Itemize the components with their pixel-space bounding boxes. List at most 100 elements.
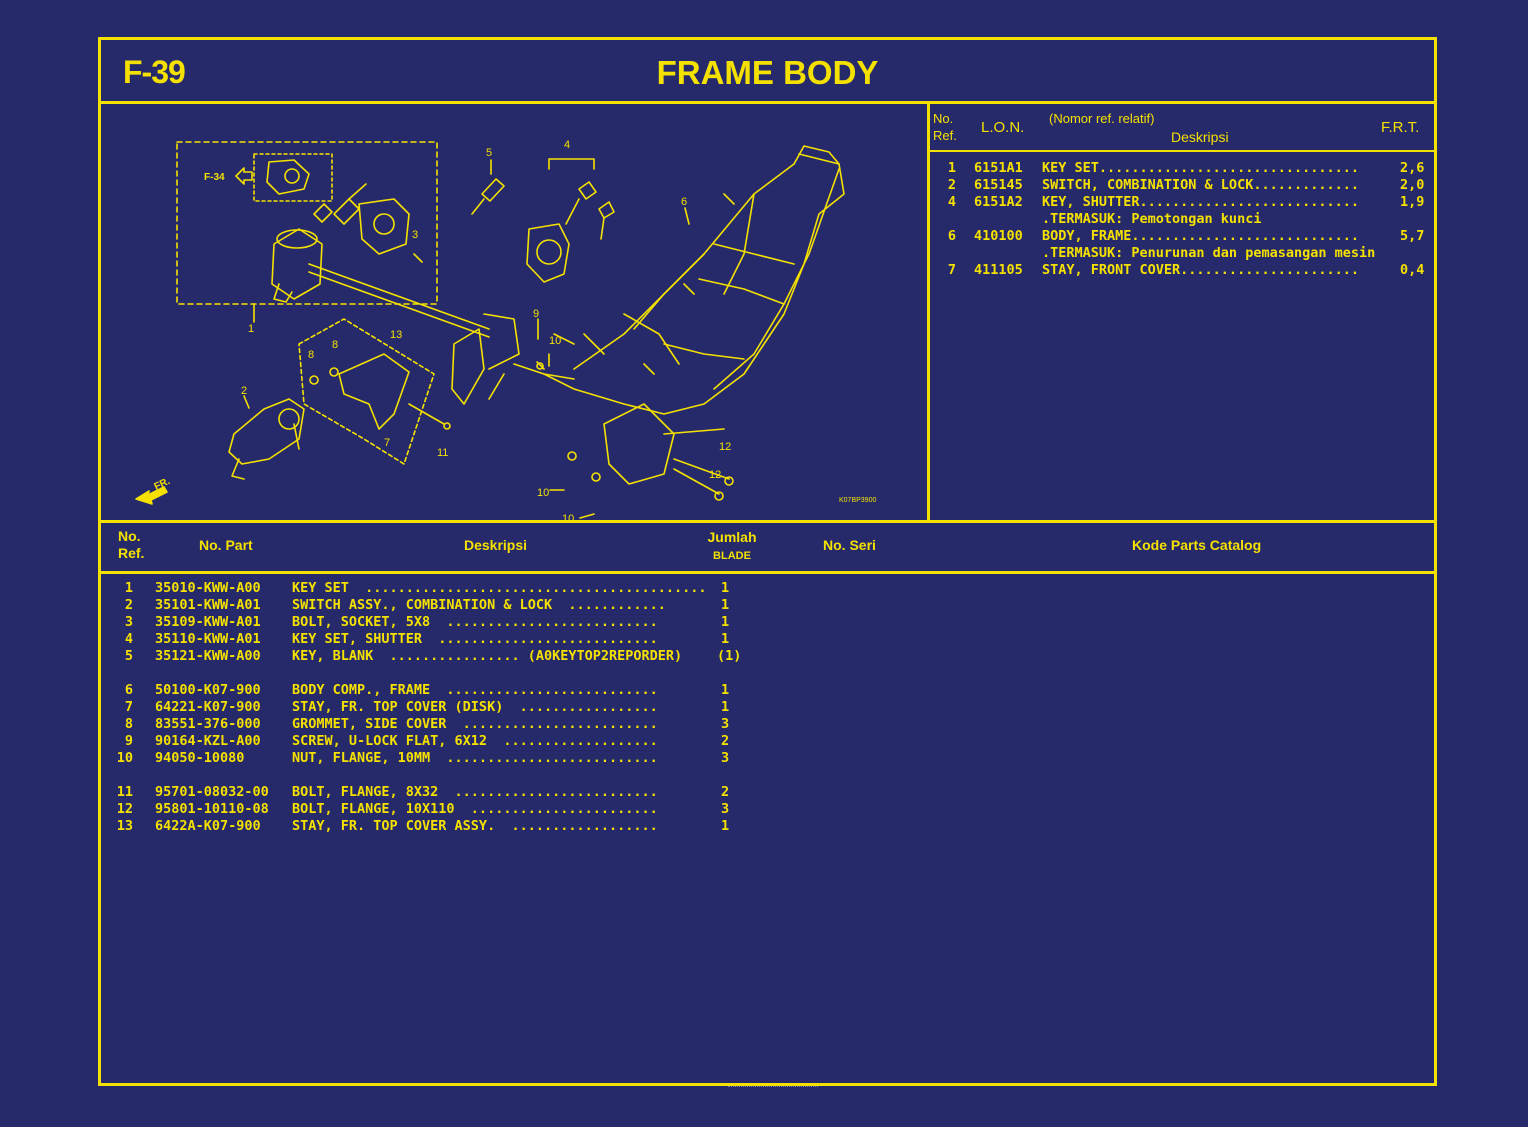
frt-desc: STAY, FRONT COVER...................... xyxy=(1042,262,1359,278)
row-quantity: (1) xyxy=(717,648,742,664)
frt-ref: 7 xyxy=(947,262,956,278)
frt-value: 2,0 xyxy=(1400,177,1425,193)
row-ref: 11 xyxy=(116,784,133,800)
row-ref: 1 xyxy=(124,580,133,596)
frt-header-lon: L.O.N. xyxy=(981,119,1025,136)
parts-header-kode: Kode Parts Catalog xyxy=(1132,537,1262,553)
row-part-number: 6422A-K07-900 xyxy=(155,818,261,834)
row-ref: 2 xyxy=(124,597,133,613)
row-description: KEY SET ................................… xyxy=(292,580,707,596)
frt-ref: 4 xyxy=(947,194,956,210)
row-quantity: 2 xyxy=(721,733,730,749)
row-description: BOLT, FLANGE, 8X32 .....................… xyxy=(292,784,658,800)
figure-code: K07BP3900 xyxy=(839,497,876,504)
parts-header-deskripsi: Deskripsi xyxy=(464,537,528,553)
table-row: 8 83551-376-000 GROMMET, SIDE COVER ....… xyxy=(101,716,729,733)
table-row: 1 35010-KWW-A00 KEY SET ................… xyxy=(101,580,729,597)
callout-8: 8 xyxy=(308,349,314,361)
combination-lock-part xyxy=(271,228,323,300)
row-quantity: 1 xyxy=(721,580,730,596)
row-quantity: 3 xyxy=(721,801,730,817)
frt-header-nomor-ref: (Nomor ref. relatif) xyxy=(1049,111,1155,126)
parts-header-ref: Ref. xyxy=(118,545,145,561)
frt-row: 2 615145 SWITCH, COMBINATION & LOCK.....… xyxy=(930,177,1425,194)
row-ref: 8 xyxy=(124,716,133,732)
frt-desc: KEY, SHUTTER........................... xyxy=(1042,194,1359,210)
callout-2: 2 xyxy=(241,385,247,397)
row-part-number: 35101-KWW-A01 xyxy=(155,597,261,613)
parts-header-divider xyxy=(101,571,1434,574)
key-set-group-outline xyxy=(176,141,438,305)
frt-ref: 6 xyxy=(947,228,956,244)
callout-10: 10 xyxy=(549,335,561,347)
row-quantity: 3 xyxy=(721,716,730,732)
direction-label: FR. xyxy=(153,476,172,493)
row-part-number: 90164-KZL-A00 xyxy=(155,733,261,749)
frt-row: 7 411105 STAY, FRONT COVER..............… xyxy=(930,262,1425,279)
callout-12: 12 xyxy=(719,441,731,453)
frt-row: 1 6151A1 KEY SET........................… xyxy=(930,160,1425,177)
row-ref: 13 xyxy=(116,818,133,834)
frt-header-ref: Ref. xyxy=(933,128,957,143)
frt-note-key-shutter: .TERMASUK: Pemotongan kunci xyxy=(1042,211,1262,227)
row-description: BODY COMP., FRAME ......................… xyxy=(292,682,658,698)
frt-value: 1,9 xyxy=(1400,194,1425,210)
parts-header-no-part: No. Part xyxy=(199,537,253,553)
callout-3: 3 xyxy=(412,229,418,241)
row-part-number: 64221-K07-900 xyxy=(155,699,261,715)
row-description: STAY, FR. TOP COVER (DISK) .............… xyxy=(292,699,658,715)
callout-8b: 8 xyxy=(332,339,338,351)
frt-value: 5,7 xyxy=(1400,228,1425,244)
parts-header-no: No. xyxy=(118,528,141,544)
frt-desc: SWITCH, COMBINATION & LOCK............. xyxy=(1042,177,1359,193)
row-quantity: 1 xyxy=(721,631,730,647)
table-row: 9 90164-KZL-A00 SCREW, U-LOCK FLAT, 6X12… xyxy=(101,733,729,750)
frt-value: 2,6 xyxy=(1400,160,1425,176)
row-part-number: 35109-KWW-A01 xyxy=(155,614,261,630)
frt-ref: 2 xyxy=(947,177,956,193)
parts-header-jumlah: Jumlah xyxy=(707,529,757,545)
frt-row: 4 6151A2 KEY, SHUTTER...................… xyxy=(930,194,1425,211)
callout-5: 5 xyxy=(486,147,492,159)
table-row: 7 64221-K07-900 STAY, FR. TOP COVER (DIS… xyxy=(101,699,729,716)
parts-header-no-seri: No. Seri xyxy=(823,537,876,553)
row-ref: 5 xyxy=(124,648,133,664)
shutter-key-part xyxy=(526,223,570,283)
row-description: SWITCH ASSY., COMBINATION & LOCK .......… xyxy=(292,597,666,613)
lock-housing-part xyxy=(358,198,410,255)
row-part-number: 35110-KWW-A01 xyxy=(155,631,261,647)
diagram-bottom-divider xyxy=(101,520,1434,523)
frt-header-divider xyxy=(930,150,1434,152)
ref-label-f34: F-34 xyxy=(204,172,225,183)
page-title: FRAME BODY xyxy=(656,54,879,91)
row-ref: 10 xyxy=(116,750,133,766)
row-part-number: 35010-KWW-A00 xyxy=(155,580,261,596)
row-part-number: 83551-376-000 xyxy=(155,716,261,732)
table-row: 12 95801-10110-08 BOLT, FLANGE, 10X110 .… xyxy=(101,801,729,818)
sub-group-outline xyxy=(253,153,333,202)
footer-mark xyxy=(728,1086,818,1090)
frt-note-body-frame: .TERMASUK: Penurunan dan pemasangan mesi… xyxy=(1042,245,1376,261)
callout-12b: 12 xyxy=(709,469,721,481)
table-row: 13 6422A-K07-900 STAY, FR. TOP COVER ASS… xyxy=(101,818,729,835)
top-cover-stay-group-outline xyxy=(298,318,435,465)
row-part-number: 95801-10110-08 xyxy=(155,801,269,817)
frt-lon: 411105 xyxy=(974,262,1023,278)
row-ref: 3 xyxy=(124,614,133,630)
page-code: F-39 xyxy=(123,54,186,90)
row-ref: 12 xyxy=(116,801,133,817)
row-description: KEY, BLANK ................ (A0KEYTOP2RE… xyxy=(292,648,683,664)
row-ref: 6 xyxy=(124,682,133,698)
frt-lon: 6151A1 xyxy=(974,160,1023,176)
frt-lon: 6151A2 xyxy=(974,194,1023,210)
frt-desc: KEY SET................................ xyxy=(1042,160,1359,176)
table-row: 6 50100-K07-900 BODY COMP., FRAME ......… xyxy=(101,682,729,699)
frt-desc: BODY, FRAME............................ xyxy=(1042,228,1359,244)
row-part-number: 50100-K07-900 xyxy=(155,682,261,698)
row-description: SCREW, U-LOCK FLAT, 6X12 ...............… xyxy=(292,733,658,749)
frt-lon: 410100 xyxy=(974,228,1023,244)
callout-6: 6 xyxy=(681,196,687,208)
row-description: NUT, FLANGE, 10MM ......................… xyxy=(292,750,658,766)
table-row: 2 35101-KWW-A01 SWITCH ASSY., COMBINATIO… xyxy=(101,597,729,614)
row-quantity: 1 xyxy=(721,818,730,834)
